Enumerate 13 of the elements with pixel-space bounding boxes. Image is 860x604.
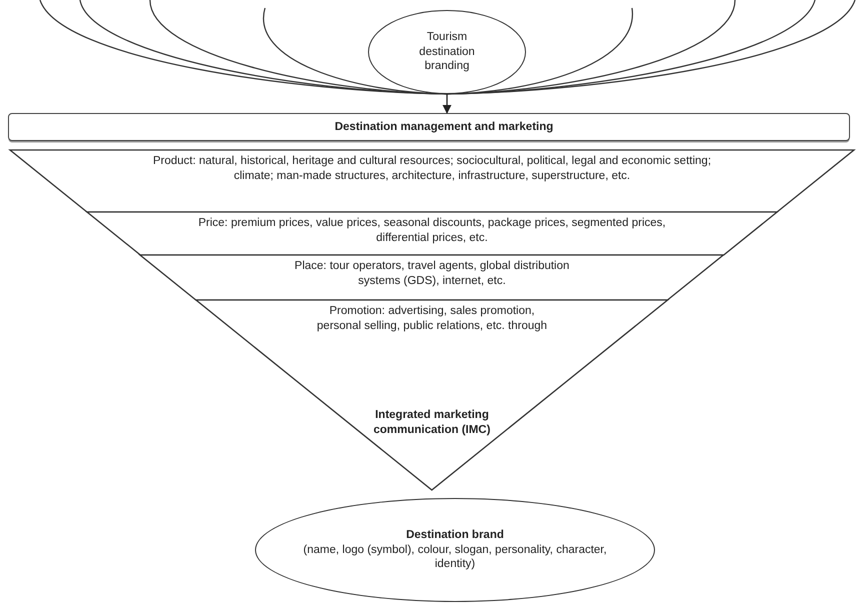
emphasis-text: Integrated marketing communication (IMC) (372, 408, 492, 438)
section-text: Price: premium prices, value prices, seasonal discounts, package prices, segmented prices, differential prices, etc. (197, 216, 667, 246)
funnel-section (10, 150, 854, 212)
banner-box (8, 113, 850, 141)
section-text: Place: tour operators, travel agents, global distribution systems (GDS), internet, etc. (294, 259, 570, 288)
section-text: Product: natural, historical, heritage and cultural resources; sociocultural, political, legal and economic setting; climate; man-made structures, architecture, infrastructure, superstructure, etc. (152, 154, 712, 184)
arrow (442, 94, 452, 114)
section-text: Promotion: advertising, sales promotion, personal selling, public relations, etc. through (316, 304, 548, 334)
funnel-section (86, 212, 778, 255)
node-text: (name, logo (symbol), colour, slogan, personality, character, identity) (302, 542, 608, 572)
node-heading: Destination brand (406, 528, 504, 543)
node-text: Tourism destination branding (418, 30, 476, 74)
banner-title: Destination management and marketing (334, 120, 554, 134)
